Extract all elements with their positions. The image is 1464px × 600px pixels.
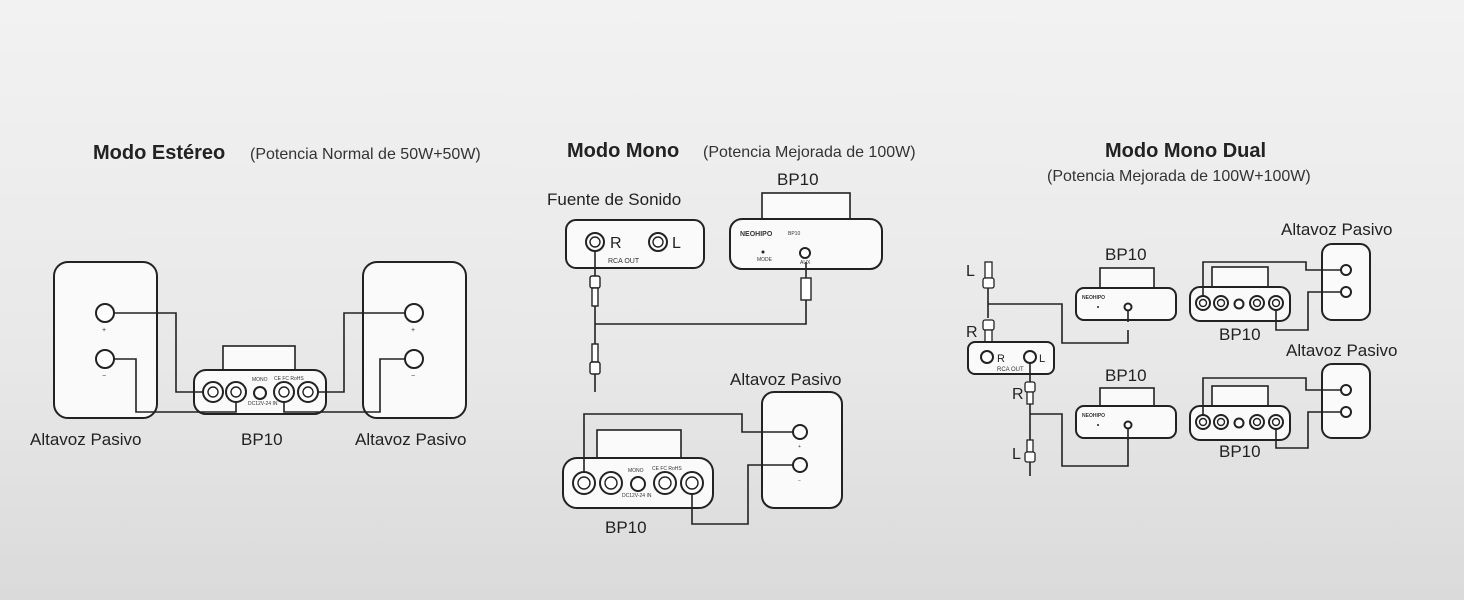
dual-title: Modo Mono Dual bbox=[1105, 140, 1266, 162]
svg-text:+: + bbox=[411, 327, 415, 334]
svg-text:MODE: MODE bbox=[757, 257, 773, 263]
dual-speaker-bottom bbox=[1321, 363, 1371, 439]
svg-text:CE FC RoHS: CE FC RoHS bbox=[274, 376, 304, 382]
svg-text:RCA OUT: RCA OUT bbox=[608, 258, 640, 265]
svg-text:DC12V-24 IN: DC12V-24 IN bbox=[622, 493, 652, 499]
stereo-amp-label: BP10 bbox=[241, 430, 283, 449]
svg-text:RCA OUT: RCA OUT bbox=[997, 367, 1024, 373]
sound-source-device: R L RCA OUT bbox=[565, 219, 705, 269]
svg-text:L: L bbox=[1039, 353, 1045, 365]
svg-text:R: R bbox=[610, 235, 622, 252]
speaker-left-plus-terminal bbox=[95, 303, 115, 323]
mono-title: Modo Mono bbox=[567, 140, 679, 162]
stereo-left-speaker-label: Altavoz Pasivo bbox=[30, 430, 142, 449]
mono-speaker-label: Altavoz Pasivo bbox=[730, 370, 842, 389]
svg-text:−: − bbox=[798, 478, 801, 484]
svg-text:BP10: BP10 bbox=[1105, 245, 1147, 264]
svg-text:R: R bbox=[1012, 386, 1024, 403]
svg-text:NEOHIPO: NEOHIPO bbox=[1082, 295, 1105, 301]
dual-bp10-amp-back-top bbox=[1189, 266, 1291, 322]
dual-speaker-top bbox=[1321, 243, 1371, 321]
svg-text:BP10: BP10 bbox=[1219, 442, 1261, 461]
svg-text:L: L bbox=[966, 263, 975, 280]
mono-panel: Modo Mono (Potencia Mejorada de 100W) Fu… bbox=[547, 140, 916, 537]
stereo-subtitle: (Potencia Normal de 50W+50W) bbox=[250, 146, 481, 163]
sound-source-label: Fuente de Sonido bbox=[547, 190, 681, 209]
svg-text:MONO: MONO bbox=[628, 468, 644, 474]
svg-text:R: R bbox=[966, 324, 978, 341]
svg-text:BP10: BP10 bbox=[788, 231, 800, 237]
svg-text:BP10: BP10 bbox=[1219, 325, 1261, 344]
passive-speaker-right bbox=[362, 261, 467, 419]
svg-text:NEOHIPO: NEOHIPO bbox=[1082, 413, 1105, 419]
dual-subtitle: (Potencia Mejorada de 100W+100W) bbox=[1047, 168, 1311, 185]
svg-text:NEOHIPO: NEOHIPO bbox=[740, 231, 773, 238]
dual-bp10-amp-back-bottom bbox=[1189, 385, 1291, 441]
bp10-amp-back-mono: MONO CE FC RoHS DC12V-24 IN bbox=[562, 429, 714, 509]
svg-text:CE FC RoHS: CE FC RoHS bbox=[652, 466, 682, 472]
svg-text:BP10: BP10 bbox=[1105, 366, 1147, 385]
svg-text:L: L bbox=[672, 235, 681, 252]
svg-text:Altavoz Pasivo: Altavoz Pasivo bbox=[1286, 341, 1398, 360]
dual-sound-source: R L RCA OUT bbox=[967, 341, 1055, 375]
stereo-right-speaker-label: Altavoz Pasivo bbox=[355, 430, 467, 449]
mono-bp10-front-label: BP10 bbox=[777, 170, 819, 189]
svg-text:Altavoz Pasivo: Altavoz Pasivo bbox=[1281, 220, 1393, 239]
stereo-title: Modo Estéreo bbox=[93, 142, 225, 164]
svg-text:+: + bbox=[102, 327, 106, 334]
mono-passive-speaker bbox=[761, 391, 843, 509]
bp10-front-mono: NEOHIPO BP10 MODE AUX bbox=[729, 192, 883, 270]
svg-text:−: − bbox=[411, 373, 415, 380]
mono-amp-label: BP10 bbox=[605, 518, 647, 537]
mono-subtitle: (Potencia Mejorada de 100W) bbox=[703, 144, 916, 161]
bp10-amp-back-stereo: MONO CE FC RoHS DC12V-24 IN bbox=[193, 345, 327, 415]
svg-text:−: − bbox=[102, 373, 106, 380]
svg-text:+: + bbox=[798, 444, 801, 450]
svg-text:L: L bbox=[1012, 446, 1021, 463]
speaker-right-plus-terminal bbox=[404, 303, 424, 323]
speaker-right-minus-terminal bbox=[404, 349, 424, 369]
dual-bp10-front-bottom: NEOHIPO bbox=[1075, 387, 1177, 440]
svg-text:R: R bbox=[997, 353, 1005, 365]
svg-text:DC12V-24 IN: DC12V-24 IN bbox=[248, 401, 278, 407]
stereo-panel: Modo Estéreo (Potencia Normal de 50W+50W… bbox=[30, 142, 481, 449]
speaker-left-minus-terminal bbox=[95, 349, 115, 369]
passive-speaker-left bbox=[53, 261, 158, 419]
svg-text:MONO: MONO bbox=[252, 377, 268, 383]
dual-mono-panel: Modo Mono Dual (Potencia Mejorada de 100… bbox=[966, 140, 1398, 476]
dual-bp10-front-top: NEOHIPO bbox=[1075, 267, 1177, 322]
